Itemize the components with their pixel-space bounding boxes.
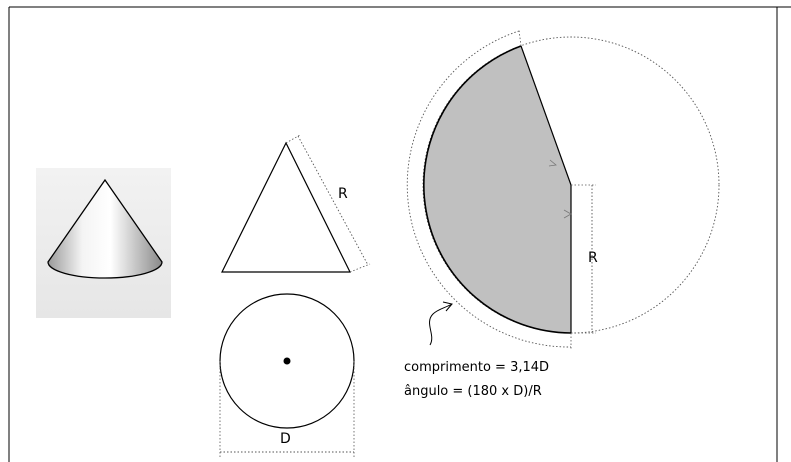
pointer-arrow bbox=[429, 303, 453, 346]
center-point bbox=[283, 357, 291, 365]
sector-angle-formula: ângulo = (180 x D)/R bbox=[404, 384, 542, 399]
dim-ext-bottom bbox=[349, 263, 371, 273]
triangle bbox=[221, 141, 351, 273]
circle-top-view bbox=[219, 293, 355, 457]
diameter-label: D bbox=[280, 431, 291, 447]
sector-radius-label: R bbox=[588, 250, 598, 266]
arc-length-formula: comprimento = 3,14D bbox=[404, 360, 550, 375]
cone-3d bbox=[36, 168, 171, 318]
arc-dim-ext-top bbox=[518, 29, 522, 47]
cone-body bbox=[47, 178, 163, 279]
sector-development bbox=[406, 29, 720, 350]
angle-mark-lower bbox=[563, 209, 572, 219]
triangle-side-view bbox=[221, 134, 371, 273]
sector-fill bbox=[423, 46, 571, 333]
sector-radius-edge bbox=[520, 45, 572, 186]
frame bbox=[8, 6, 791, 462]
slant-height-label: R bbox=[338, 186, 348, 202]
pointer-arrowhead bbox=[442, 301, 453, 312]
sector-arc bbox=[423, 45, 572, 334]
angle-mark-upper bbox=[548, 159, 557, 167]
arc-length-dimension bbox=[406, 30, 572, 348]
dim-ext-top bbox=[285, 134, 301, 144]
